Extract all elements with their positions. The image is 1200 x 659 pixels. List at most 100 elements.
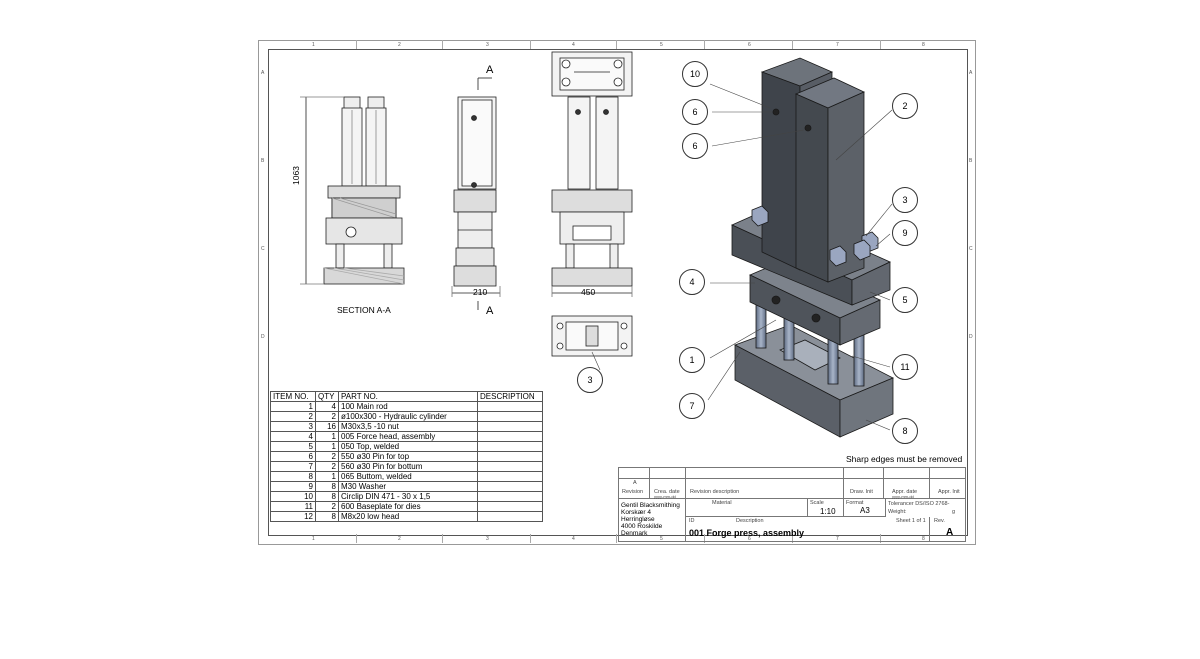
callout-balloon: 9 — [892, 220, 918, 246]
bom-cell — [477, 461, 543, 472]
zone-marker-top-5: 5 — [660, 42, 663, 48]
bom-cell — [477, 401, 543, 412]
callout-balloon: 8 — [892, 418, 918, 444]
zone-tick — [880, 534, 881, 543]
side-view — [451, 77, 501, 310]
zone-marker-bottom-7: 7 — [836, 536, 839, 542]
bom-cell: 1 — [315, 441, 339, 452]
zone-marker-right-C: C — [969, 246, 973, 252]
zone-tick — [792, 40, 793, 49]
bom-cell — [477, 471, 543, 482]
bom-cell: 7 — [270, 461, 316, 472]
bom-header-cell: DESCRIPTION — [477, 391, 543, 402]
bom-cell: 005 Force head, assembly — [338, 431, 478, 442]
bom-cell — [477, 451, 543, 462]
format-value: A3 — [860, 506, 870, 515]
zone-marker-right-B: B — [969, 158, 973, 164]
zone-tick — [880, 40, 881, 49]
zone-marker-left-D: D — [261, 334, 265, 340]
bom-cell: M30x3,5 -10 nut — [338, 421, 478, 432]
bom-cell: 16 — [315, 421, 339, 432]
zone-marker-left-A: A — [261, 70, 265, 76]
appr-date-header: Appr. date — [892, 489, 918, 495]
scale-value: 1:10 — [820, 507, 836, 516]
section-label: SECTION A-A — [337, 305, 391, 315]
callout-balloon: 7 — [679, 393, 705, 419]
zone-marker-top-4: 4 — [572, 42, 575, 48]
zone-tick — [704, 534, 705, 543]
note-text: Sharp edges must be removed — [846, 454, 963, 464]
zone-marker-top-3: 3 — [486, 42, 489, 48]
bom-cell: 8 — [315, 511, 339, 522]
zone-marker-bottom-4: 4 — [572, 536, 575, 542]
bom-header-cell: ITEM NO. — [270, 391, 316, 402]
rev-label: Rev. — [934, 518, 945, 524]
zone-marker-bottom-2: 2 — [398, 536, 401, 542]
bom-cell — [477, 511, 543, 522]
zone-marker-top-7: 7 — [836, 42, 839, 48]
callout-balloon: 5 — [892, 287, 918, 313]
zone-marker-right-D: D — [969, 334, 973, 340]
zone-tick — [442, 40, 443, 49]
zone-marker-bottom-3: 3 — [486, 536, 489, 542]
bottom-view — [551, 315, 633, 357]
zone-tick — [704, 40, 705, 49]
isometric-view — [731, 57, 894, 438]
tolerances-text: Tolerancer DS/ISO 2768- — [888, 501, 950, 507]
weight-unit: g — [952, 509, 956, 515]
bom-cell: 1 — [315, 431, 339, 442]
bom-cell: 550 ø30 Pin for top — [338, 451, 478, 462]
callout-balloon: 1 — [679, 347, 705, 373]
bom-cell: 2 — [315, 501, 339, 512]
section-view — [300, 96, 405, 285]
zone-marker-top-8: 8 — [922, 42, 925, 48]
bom-cell: 8 — [270, 471, 316, 482]
rev-row-value: A — [633, 480, 637, 486]
scale-label: Scale — [810, 500, 824, 506]
company-line: Gentil Blacksmithing — [621, 502, 680, 509]
leader-lines — [591, 83, 893, 431]
bom-header-cell: QTY — [315, 391, 339, 402]
bom-cell: 100 Main rod — [338, 401, 478, 412]
zone-tick — [530, 534, 531, 543]
bom-cell — [477, 411, 543, 422]
bom-cell: 4 — [270, 431, 316, 442]
zone-marker-top-2: 2 — [398, 42, 401, 48]
cut-marker-top: A — [486, 64, 494, 76]
bom-cell: 6 — [270, 451, 316, 462]
bom-cell: M8x20 low head — [338, 511, 478, 522]
bom-cell — [477, 441, 543, 452]
appr-date-format: yyyy-mm-dd — [892, 494, 914, 499]
bom-cell: 600 Baseplate for dies — [338, 501, 478, 512]
weight-label: Weight: — [888, 509, 907, 515]
zone-tick — [530, 40, 531, 49]
depth-dimension: 210 — [473, 287, 488, 297]
zone-marker-bottom-1: 1 — [312, 536, 315, 542]
company-line: Korskær 4 — [621, 509, 651, 516]
material-label: Material — [712, 500, 732, 506]
zone-marker-top-6: 6 — [748, 42, 751, 48]
zone-marker-bottom-8: 8 — [922, 536, 925, 542]
zone-tick — [356, 40, 357, 49]
bom-header-cell: PART NO. — [338, 391, 478, 402]
bom-cell: 1 — [270, 401, 316, 412]
bom-cell: 11 — [270, 501, 316, 512]
bom-cell: 8 — [315, 481, 339, 492]
zone-tick — [792, 534, 793, 543]
bom-cell — [477, 481, 543, 492]
callout-balloon: 11 — [892, 354, 918, 380]
bom-cell: 4 — [315, 401, 339, 412]
bom-cell — [477, 501, 543, 512]
bom-cell: 2 — [315, 451, 339, 462]
zone-marker-bottom-5: 5 — [660, 536, 663, 542]
